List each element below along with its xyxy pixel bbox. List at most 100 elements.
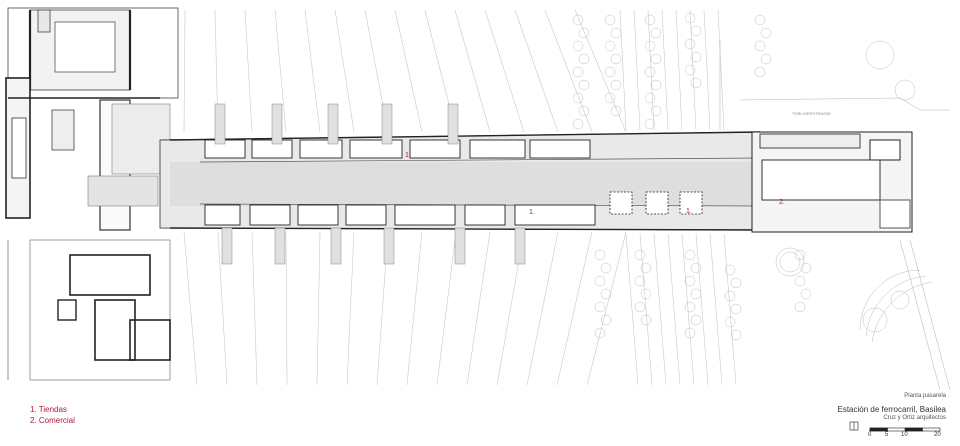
track-line [723, 233, 737, 386]
tree [800, 288, 812, 300]
tree [650, 27, 662, 39]
tree [578, 79, 590, 91]
tree [690, 288, 702, 300]
tree [594, 275, 606, 287]
tree [794, 275, 806, 287]
shop-unit [345, 204, 387, 226]
shop-units [204, 139, 596, 226]
plan-name: Planta pasarela [904, 393, 946, 399]
tree [610, 105, 622, 117]
track-line [334, 9, 355, 133]
track-line [251, 231, 258, 386]
tree [690, 262, 702, 274]
tree [600, 262, 612, 274]
track-line [709, 233, 723, 386]
track-line [619, 9, 627, 131]
tree [684, 275, 696, 287]
tree [572, 40, 584, 52]
tree [634, 275, 646, 287]
tree [644, 92, 656, 104]
tree [730, 303, 742, 315]
kiosks [609, 191, 703, 215]
tree [794, 301, 806, 313]
tree [730, 329, 742, 341]
track-line [633, 9, 641, 131]
commercial-block [751, 131, 913, 233]
stair-flight [381, 103, 393, 145]
tree [800, 262, 812, 274]
tree [610, 27, 622, 39]
tree [684, 301, 696, 313]
project-title: Estación de ferrocarril, Basilea [837, 405, 947, 414]
track-line [667, 233, 681, 386]
shop-unit [297, 204, 339, 226]
tree [594, 301, 606, 313]
shop-unit [529, 139, 591, 159]
access-stairs [87, 103, 171, 207]
stair-flight [271, 103, 283, 145]
track-line [316, 231, 321, 386]
tree [572, 118, 584, 130]
stair-flight [514, 227, 526, 265]
station-building [5, 7, 179, 381]
tree [650, 53, 662, 65]
tree [604, 40, 616, 52]
scale-tick-20: 20 [934, 432, 941, 438]
track-line [556, 231, 593, 386]
tree [594, 249, 606, 261]
plan-label-shops-1: 1. [405, 152, 411, 159]
tree [684, 327, 696, 339]
tree [690, 314, 702, 326]
tree [604, 92, 616, 104]
street-label: TORLIGERSTRASSE [792, 111, 831, 116]
tree [684, 249, 696, 261]
tree [644, 118, 656, 130]
scale-tick-0: 0 [868, 432, 872, 438]
shop-unit [394, 204, 456, 226]
tree [724, 316, 736, 328]
stair-flight [454, 227, 466, 265]
tree [754, 40, 766, 52]
tree [604, 14, 616, 26]
track-line [653, 233, 667, 386]
tree [690, 51, 702, 63]
shop-unit [469, 139, 526, 159]
track-line [454, 9, 491, 133]
stair-flight [214, 103, 226, 145]
tree [754, 66, 766, 78]
scale-bar [849, 421, 941, 432]
tree [600, 314, 612, 326]
track-line [586, 231, 627, 386]
tree [684, 64, 696, 76]
track-line [484, 9, 525, 133]
tree [572, 92, 584, 104]
tree [760, 53, 772, 65]
tree [690, 25, 702, 37]
plan-label-shops-3: 1. [686, 208, 692, 215]
tree [730, 277, 742, 289]
tree [640, 314, 652, 326]
stair-flight [330, 227, 342, 265]
track-line [394, 9, 423, 133]
tree [594, 327, 606, 339]
tree [634, 249, 646, 261]
tree [610, 53, 622, 65]
plan-label-commercial: 2. [779, 199, 785, 206]
stair-flight [221, 227, 233, 265]
tree [684, 12, 696, 24]
track-line [183, 231, 198, 386]
tree [862, 307, 888, 333]
track-line [717, 9, 725, 131]
track-line [183, 9, 186, 133]
track-line [436, 231, 457, 386]
track-line [544, 9, 593, 133]
shop-unit [514, 204, 596, 226]
stair-flight [383, 227, 395, 265]
scale-tick-10: 10 [901, 432, 908, 438]
track-line [406, 231, 423, 386]
tree [578, 105, 590, 117]
tree [572, 66, 584, 78]
track-line [217, 231, 228, 386]
circular-plaza [775, 247, 933, 343]
